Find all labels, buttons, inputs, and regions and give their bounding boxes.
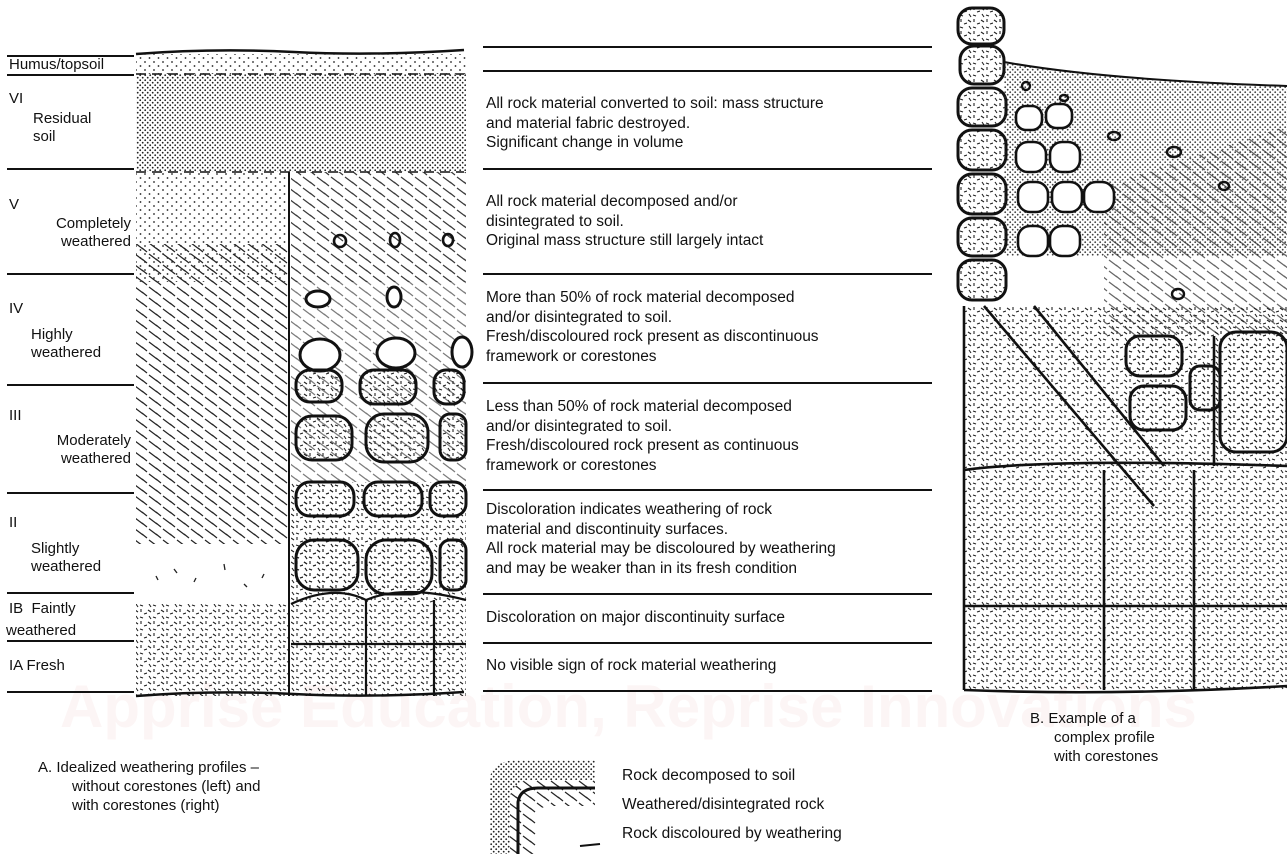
caption-line: complex profile: [1030, 728, 1158, 747]
desc-line: Less than 50% of rock material decompose…: [486, 397, 931, 417]
legend-swatch: [480, 758, 600, 854]
desc-line: Fresh/discoloured rock present as contin…: [486, 436, 931, 456]
desc-v: All rock material decomposed and/or disi…: [486, 192, 931, 251]
zone-divider: [7, 74, 134, 76]
desc-rule: [483, 642, 932, 644]
desc-ii: Discoloration indicates weathering of ro…: [486, 500, 931, 578]
profile-a-drawing: [134, 44, 466, 700]
zone-name-highly: Highly weathered: [31, 326, 101, 362]
zone-divider: [7, 640, 134, 642]
zone-grade-iii: III: [9, 407, 22, 425]
desc-rule: [483, 168, 932, 170]
desc-line: Discoloration on major discontinuity sur…: [486, 608, 931, 628]
zone-label-humus: Humus/topsoil: [9, 56, 104, 74]
caption-line: with corestones: [1030, 747, 1158, 766]
desc-iii: Less than 50% of rock material decompose…: [486, 397, 931, 475]
zone-grade-iv: IV: [9, 300, 23, 318]
desc-rule: [483, 489, 932, 491]
zone-divider: [7, 384, 134, 386]
caption-b: B. Example of a complex profile with cor…: [1030, 709, 1158, 766]
legend-item-weathered: Weathered/disintegrated rock: [622, 796, 824, 814]
desc-line: and material fabric destroyed.: [486, 114, 931, 134]
desc-line: More than 50% of rock material decompose…: [486, 288, 931, 308]
zone-divider: [7, 492, 134, 494]
desc-line: material and discontinuity surfaces.: [486, 520, 931, 540]
desc-rule: [483, 690, 932, 692]
desc-line: All rock material may be discoloured by …: [486, 539, 931, 559]
zone-divider: [7, 273, 134, 275]
caption-line: without corestones (left) and: [38, 777, 260, 796]
desc-ia: No visible sign of rock material weather…: [486, 656, 931, 676]
legend-item-discoloured: Rock discoloured by weathering: [622, 825, 842, 843]
desc-ib: Discoloration on major discontinuity sur…: [486, 608, 931, 628]
desc-line: All rock material decomposed and/or: [486, 192, 931, 212]
zone-name-completely: Completely weathered: [31, 215, 131, 251]
desc-vi: All rock material converted to soil: mas…: [486, 94, 931, 153]
zone-divider: [7, 592, 134, 594]
zone-name-residual-soil: Residual soil: [33, 110, 91, 146]
zone-divider: [7, 168, 134, 170]
desc-line: disintegrated to soil.: [486, 212, 931, 232]
zone-grade-ia: IA Fresh: [9, 657, 65, 675]
desc-line: and may be weaker than in its fresh cond…: [486, 559, 931, 579]
desc-iv: More than 50% of rock material decompose…: [486, 288, 931, 366]
desc-line: framework or corestones: [486, 456, 931, 476]
desc-rule: [483, 46, 932, 48]
zone-grade-v: V: [9, 196, 19, 214]
zone-divider: [7, 691, 134, 693]
desc-rule: [483, 70, 932, 72]
zone-name-faintly: weathered: [6, 622, 76, 640]
desc-line: Original mass structure still largely in…: [486, 231, 931, 251]
legend-item-soil: Rock decomposed to soil: [622, 767, 795, 785]
desc-line: Fresh/discoloured rock present as discon…: [486, 327, 931, 347]
zone-grade-ii: II: [9, 514, 17, 532]
desc-line: framework or corestones: [486, 347, 931, 367]
zone-grade-ib: IB Faintly: [9, 600, 76, 618]
desc-line: No visible sign of rock material weather…: [486, 656, 931, 676]
desc-line: Significant change in volume: [486, 133, 931, 153]
desc-line: All rock material converted to soil: mas…: [486, 94, 931, 114]
desc-line: and/or disintegrated to soil.: [486, 417, 931, 437]
caption-line: B. Example of a: [1030, 709, 1158, 728]
profile-b-drawing: [954, 6, 1287, 696]
caption-line: with corestones (right): [38, 796, 260, 815]
desc-line: Discoloration indicates weathering of ro…: [486, 500, 931, 520]
caption-line: A. Idealized weathering profiles –: [38, 758, 260, 777]
zone-name-slightly: Slightly weathered: [31, 540, 101, 576]
desc-rule: [483, 273, 932, 275]
zone-grade-vi: VI: [9, 90, 23, 108]
zone-name-moderately: Moderately weathered: [31, 432, 131, 468]
caption-a: A. Idealized weathering profiles – witho…: [38, 758, 260, 815]
desc-rule: [483, 593, 932, 595]
desc-rule: [483, 382, 932, 384]
desc-line: and/or disintegrated to soil.: [486, 308, 931, 328]
